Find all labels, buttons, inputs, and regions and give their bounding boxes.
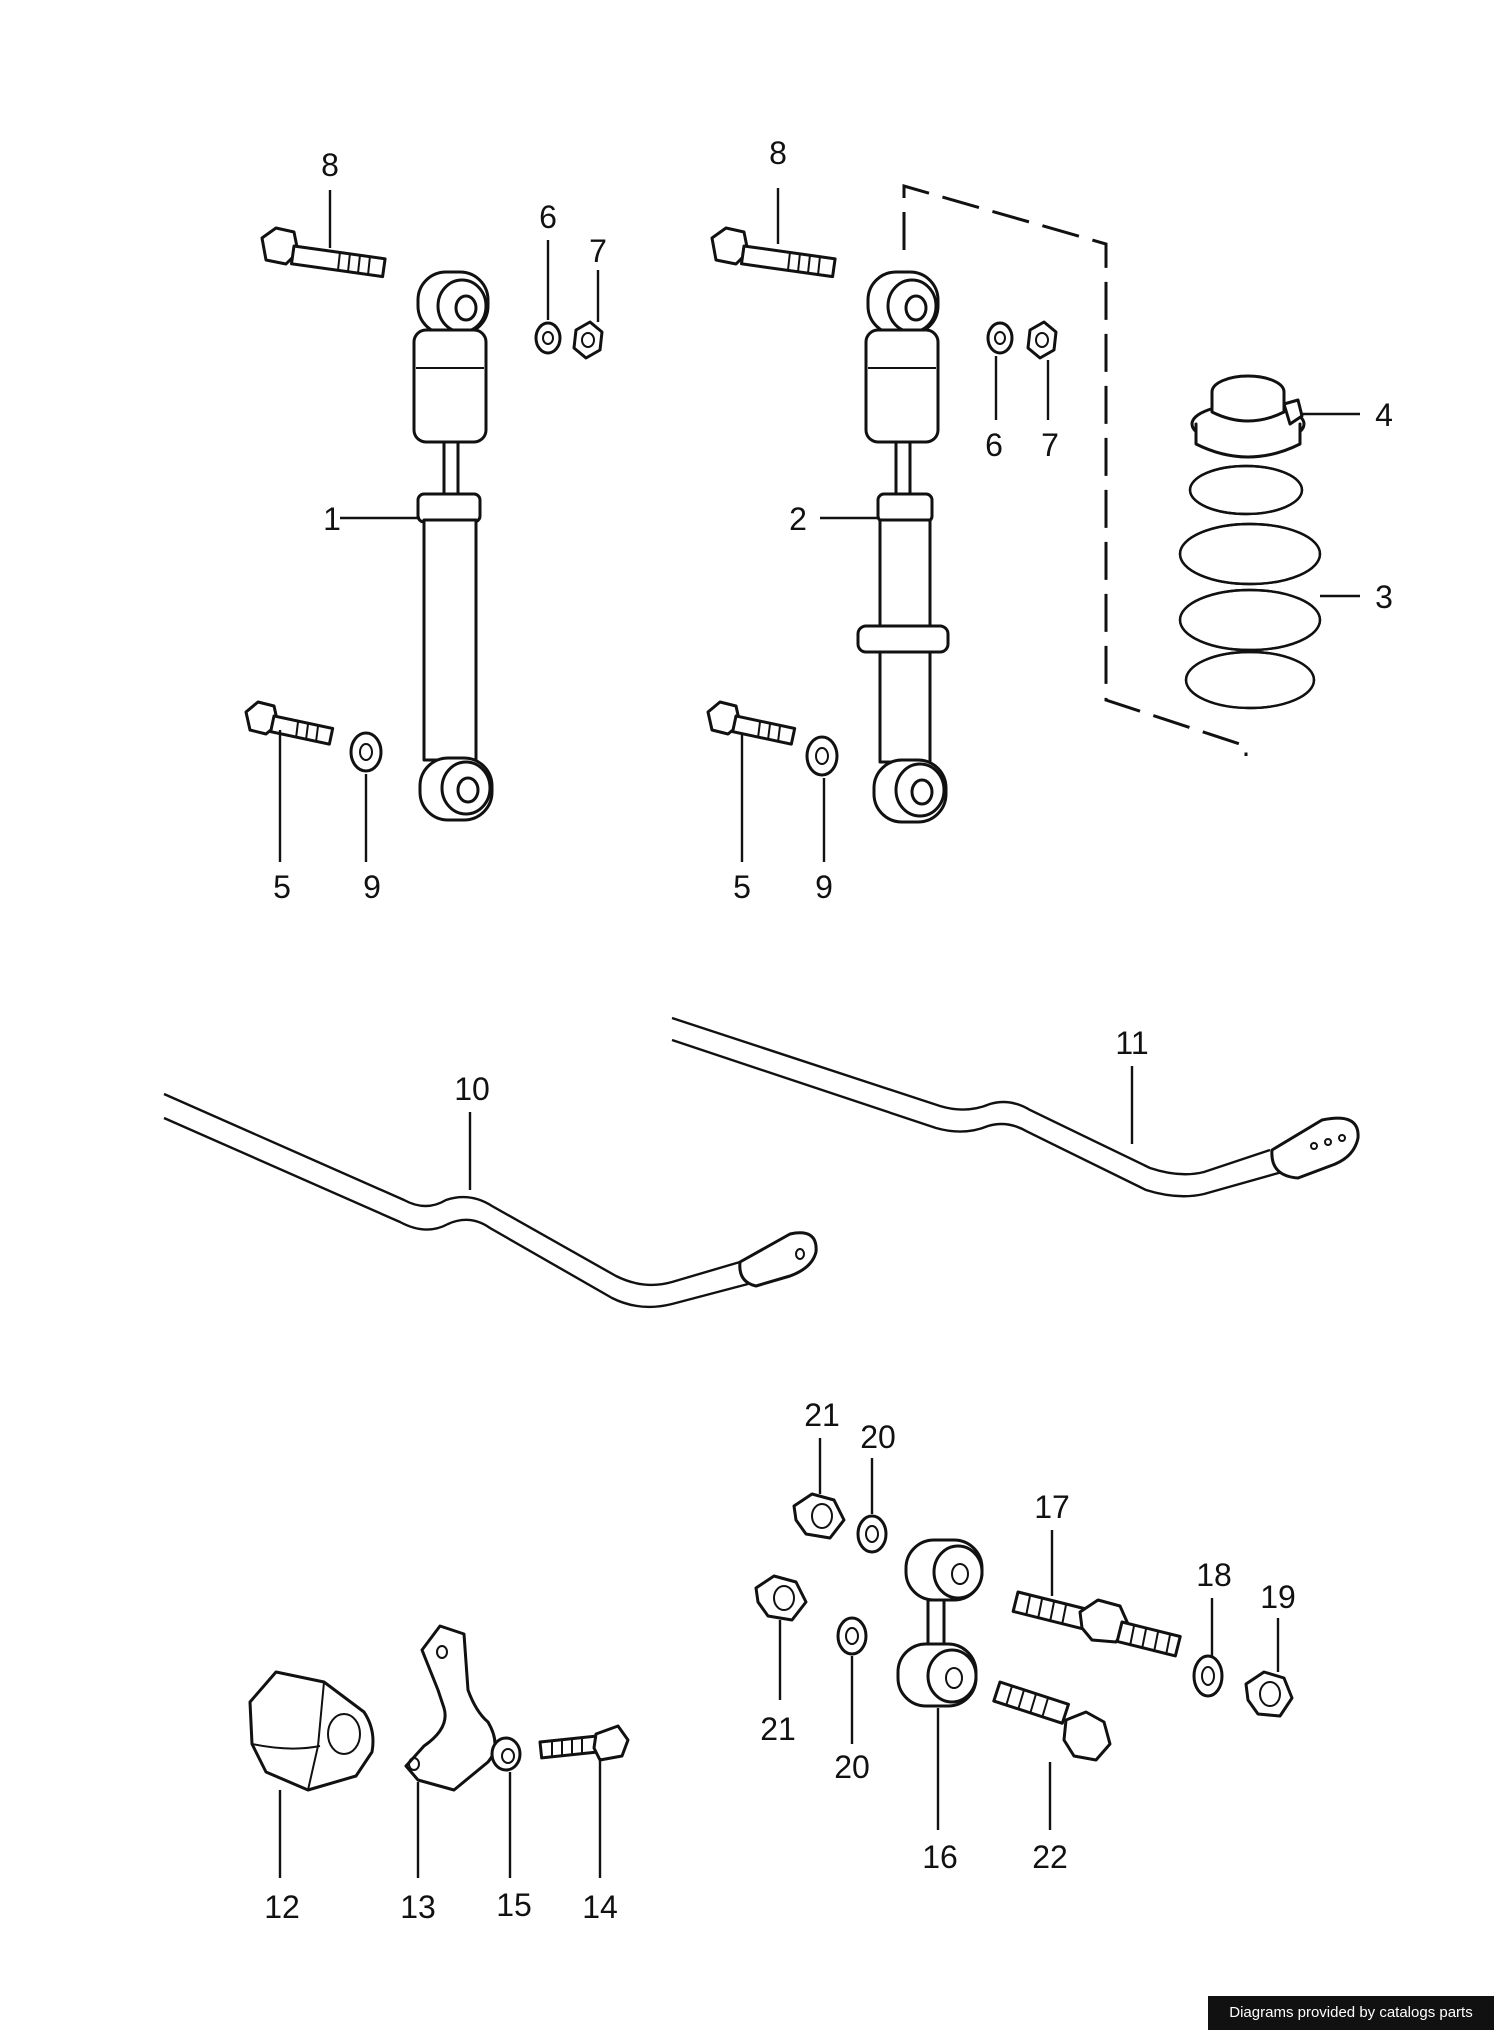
- shock-absorber-1: [412, 270, 494, 822]
- bolt-14: [538, 1724, 630, 1762]
- label-20-lower: 20: [834, 1749, 870, 1785]
- leader-lines: [278, 188, 1360, 1878]
- spring-seat-4: [1190, 374, 1306, 459]
- washer-20-lower: [836, 1616, 868, 1656]
- nut-7-right: [1026, 320, 1058, 360]
- label-22: 22: [1032, 1839, 1068, 1875]
- label-5-right: 5: [733, 869, 751, 905]
- assembly-bracket: [902, 184, 1248, 756]
- label-6-right: 6: [985, 427, 1003, 463]
- label-9-right: 9: [815, 869, 833, 905]
- nut-21-lower: [754, 1574, 808, 1622]
- label-12: 12: [264, 1889, 300, 1925]
- label-17: 17: [1034, 1489, 1070, 1525]
- nut-19: [1244, 1670, 1294, 1718]
- stabilizer-bar-10: [163, 1092, 818, 1309]
- washer-20-upper: [856, 1514, 888, 1554]
- bushing-12: [248, 1670, 375, 1792]
- nut-7-left: [572, 320, 604, 360]
- label-9-left: 9: [363, 869, 381, 905]
- label-16: 16: [922, 1839, 958, 1875]
- lock-washer-15: [490, 1736, 522, 1772]
- label-21-lower: 21: [760, 1711, 796, 1747]
- label-8-left: 8: [321, 147, 339, 183]
- label-10: 10: [454, 1071, 490, 1107]
- washer-18: [1192, 1654, 1224, 1698]
- stabilizer-bar-11: [671, 1016, 1360, 1198]
- label-19: 19: [1260, 1579, 1296, 1615]
- label-15: 15: [496, 1887, 532, 1923]
- label-5-left: 5: [273, 869, 291, 905]
- stud-17: [1011, 1590, 1182, 1658]
- label-6-left: 6: [539, 199, 557, 235]
- label-3: 3: [1375, 579, 1393, 615]
- label-21-upper: 21: [804, 1397, 840, 1433]
- callout-labels: 8 6 7 1 5 9 8 6 7 2 5 9 4 3 10 11 12 13 …: [264, 135, 1393, 1925]
- clamp-13: [404, 1624, 497, 1792]
- washer-6-right: [986, 321, 1014, 355]
- label-2: 2: [789, 501, 807, 537]
- bolt-8-left: [260, 226, 387, 279]
- label-14: 14: [582, 1889, 618, 1925]
- bolt-22: [992, 1680, 1112, 1762]
- bolt-5-left: [244, 700, 335, 746]
- label-20-upper: 20: [860, 1419, 896, 1455]
- credit-banner: Diagrams provided by catalogs parts: [1208, 1996, 1494, 2030]
- label-8-right: 8: [769, 135, 787, 171]
- washer-9-right: [805, 735, 839, 777]
- nut-21-upper: [792, 1492, 846, 1540]
- label-18: 18: [1196, 1557, 1232, 1593]
- label-7-right: 7: [1041, 427, 1059, 463]
- bolt-8-right: [710, 226, 837, 279]
- washer-9-left: [349, 731, 383, 773]
- washer-6-left: [534, 321, 562, 355]
- bolt-5-right: [706, 700, 797, 746]
- label-1: 1: [323, 501, 341, 537]
- label-4: 4: [1375, 397, 1393, 433]
- label-13: 13: [400, 1889, 436, 1925]
- coil-spring-3: [1178, 464, 1322, 710]
- label-7-left: 7: [589, 233, 607, 269]
- shock-absorber-2: [856, 270, 950, 824]
- coupling-link-16: [896, 1538, 984, 1708]
- label-11: 11: [1115, 1025, 1148, 1061]
